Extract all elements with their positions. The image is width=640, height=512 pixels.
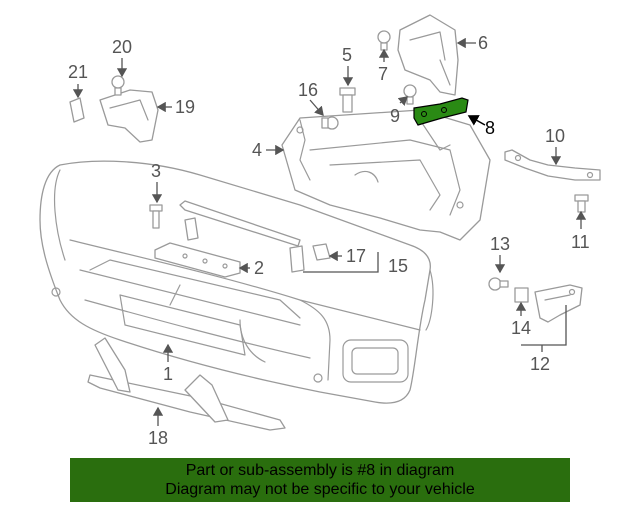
part-3-bolt [149, 204, 163, 229]
part-20-bolt [111, 75, 125, 96]
part-18-lower-deflector [87, 337, 286, 431]
part-15-bracket [179, 200, 305, 273]
callout-14: 14 [511, 318, 531, 338]
part-1-front-bumper [39, 160, 434, 404]
parts-diagram: 20 21 19 3 5 16 4 6 7 9 8 10 11 13 14 12… [39, 14, 601, 448]
callout-21: 21 [68, 62, 88, 82]
part-11-bolt [574, 194, 589, 213]
callout-7: 7 [378, 64, 388, 84]
callout-19: 19 [175, 97, 195, 117]
callout-labels: 20 21 19 3 5 16 4 6 7 9 8 10 11 13 14 12… [68, 33, 590, 448]
callout-5: 5 [342, 45, 352, 65]
callout-12: 12 [530, 354, 550, 374]
part-19-bracket [99, 89, 159, 143]
part-12-bracket-assembly [534, 284, 583, 323]
leader-lines [72, 37, 587, 426]
banner-line-2: Diagram may not be specific to your vehi… [165, 481, 475, 498]
callout-9: 9 [390, 106, 400, 126]
part-7-bolt [377, 30, 391, 51]
part-13-bolt [488, 277, 509, 291]
callout-10: 10 [545, 126, 565, 146]
callout-1: 1 [163, 364, 173, 384]
part-14-clip [514, 287, 529, 303]
callout-16: 16 [298, 80, 318, 100]
part-21-clip [69, 97, 85, 123]
callout-13: 13 [490, 234, 510, 254]
callout-20: 20 [112, 37, 132, 57]
part-5-bolt [339, 87, 356, 113]
callout-11: 11 [571, 232, 590, 252]
part-info-banner: Part or sub-assembly is #8 in diagram Di… [70, 458, 570, 502]
banner-line-1: Part or sub-assembly is #8 in diagram [185, 462, 455, 479]
callout-15: 15 [388, 256, 408, 276]
callout-3: 3 [151, 161, 161, 181]
callout-2: 2 [254, 258, 264, 278]
callout-6: 6 [478, 33, 488, 53]
part-9-bolt [403, 84, 417, 105]
part-6-upper-bracket [397, 14, 459, 96]
part-10-side-bracket [504, 149, 601, 181]
callout-18: 18 [148, 428, 168, 448]
callout-17: 17 [346, 246, 366, 266]
callout-8: 8 [485, 118, 495, 138]
part-8-highlighted-bracket [413, 97, 469, 126]
callout-4: 4 [252, 140, 262, 160]
part-16-bolt [321, 116, 339, 130]
